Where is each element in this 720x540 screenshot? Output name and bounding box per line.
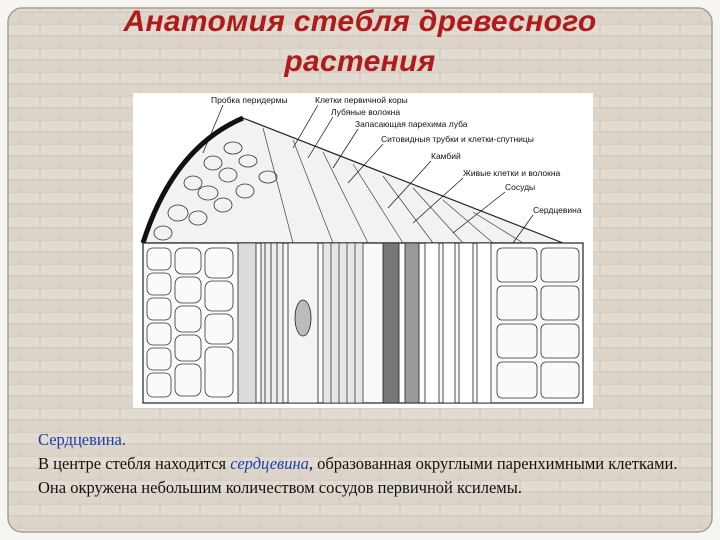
title-line-1: Анатомия стебля древесного bbox=[123, 5, 597, 38]
cortex-cells bbox=[153, 141, 278, 241]
label-bast-fibers: Лубяные волокна bbox=[331, 107, 400, 117]
label-primary-cortex: Клетки первичной коры bbox=[315, 95, 408, 105]
label-cork: Пробка перидермы bbox=[211, 95, 288, 105]
caption-text-before: В центре стебля находится bbox=[38, 454, 231, 473]
caption-highlight: сердцевина bbox=[230, 454, 309, 473]
cork-layer bbox=[140, 115, 244, 244]
title-line-2: растения bbox=[284, 45, 436, 78]
label-pith: Сердцевина bbox=[533, 205, 582, 215]
caption-text-after: , образованная округлыми паренхимными кл… bbox=[38, 454, 678, 497]
phloem-strips bbox=[322, 242, 364, 404]
stem-anatomy-diagram: Пробка перидермы Клетки первичной коры Л… bbox=[133, 93, 593, 408]
label-sieve-tubes: Ситовидныя трубки и клетки-спутницы bbox=[381, 134, 534, 144]
cortex-longitudinal-cells bbox=[146, 247, 234, 398]
pith-cells bbox=[496, 247, 580, 399]
label-storage-parenchyma: Запасающая парехима луба bbox=[355, 119, 468, 129]
caption-body: В центре стебля находится сердцевина, об… bbox=[38, 452, 688, 500]
cambium-strip bbox=[382, 242, 420, 404]
caption-heading: Сердцевина. bbox=[38, 430, 127, 449]
label-vessels: Сосуды bbox=[505, 182, 535, 192]
label-living-cells: Живые клетки и волокна bbox=[463, 168, 561, 178]
xylem-vessels bbox=[424, 242, 492, 404]
label-cambium: Камбий bbox=[431, 151, 461, 161]
caption: Сердцевина. В центре стебля находится се… bbox=[38, 428, 688, 500]
label-leaders bbox=[202, 104, 534, 244]
bast-fiber-strips bbox=[237, 242, 319, 404]
slide-title: Анатомия стебля древесного растения bbox=[60, 2, 660, 82]
